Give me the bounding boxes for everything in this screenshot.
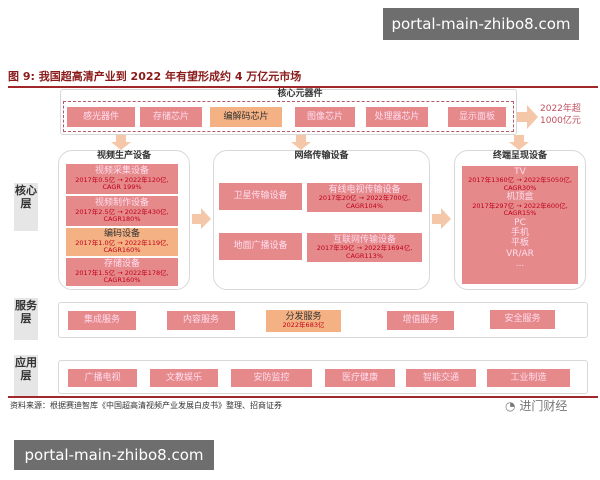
item-detail: 2017年20亿 → 2022年700亿, (318, 194, 411, 203)
item-cagr: CAGR160% (103, 246, 141, 255)
component-item: 图像芯片 (295, 107, 355, 127)
item-detail: 2017年297亿 → 2022年600亿, (472, 201, 568, 210)
app-item: 安防监控 (231, 369, 312, 387)
wechat-icon: ◔ (505, 399, 516, 413)
device: VR/AR (506, 248, 534, 259)
title-rule (8, 86, 598, 88)
item-cagr: CAGR180% (103, 215, 141, 224)
service-item: 增值服务 (387, 311, 454, 330)
layer-label-app: 应用层 (14, 355, 38, 397)
item-name: 存储设备 (103, 259, 140, 270)
brand-watermark: ◔ 进门财经 (505, 399, 567, 414)
device: 平板 (510, 238, 529, 249)
item-name: 编码设备 (103, 229, 140, 240)
service-item: 集成服务 (68, 311, 136, 330)
device-stb: 机顶盒 (506, 192, 534, 203)
device-tv: TV (514, 167, 526, 177)
terminal-label: 终端呈现设备 (492, 151, 547, 161)
component-item: 处理器芯片 (366, 107, 428, 127)
item-detail: 2017年39亿 → 2022年1694亿, (316, 244, 413, 253)
device: PC (514, 217, 526, 228)
app-box (58, 360, 588, 394)
source-rule (8, 396, 598, 398)
brand-text: 进门财经 (519, 399, 568, 413)
item-detail: 2022年683亿 (282, 321, 325, 330)
item-name: 互联网传输设备 (332, 234, 396, 245)
service-box (58, 302, 588, 338)
item-name: 有线电视传输设备 (328, 184, 401, 195)
layer-label-core: 核心层 (14, 183, 38, 231)
app-item: 智能交通 (406, 369, 476, 387)
right-arrow-icon (432, 208, 451, 229)
layer-label-service: 服务层 (14, 298, 38, 340)
item-name: 视频制作设备 (94, 198, 149, 209)
market-line: 1000亿元 (540, 116, 581, 126)
item-cagr: CAGR30% (503, 183, 537, 192)
app-item: 医疗健康 (325, 369, 395, 387)
item-detail: 2017年0.5亿 → 2022年120亿, (75, 175, 169, 184)
app-item: 文教娱乐 (150, 369, 218, 387)
figure-title: 图 9: 我国超高清产业到 2022 年有望形成约 4 万亿元市场 (8, 70, 302, 83)
service-item: 内容服务 (167, 311, 235, 330)
production-box (58, 150, 190, 290)
item-detail: 2017年1.5亿 → 2022年178亿, (75, 268, 169, 277)
app-item: 广播电视 (68, 369, 137, 387)
terminal-devices: TV 2017年1360亿 → 2022年5050亿, CAGR30% 机顶盒 … (462, 166, 578, 284)
item-name: 视频采集设备 (94, 166, 149, 177)
market-size: 2022年超 1000亿元 (540, 103, 581, 127)
component-item: 存储芯片 (140, 107, 202, 127)
network-item: 卫星传输设备 (219, 183, 302, 210)
item-cagr: CAGR113% (345, 251, 383, 260)
core-components-box (60, 89, 517, 135)
app-item: 工业制造 (487, 369, 570, 387)
right-arrow-icon (517, 105, 538, 129)
watermark-bottom: portal-main-zhibo8.com (14, 440, 214, 470)
down-arrow-icon (509, 135, 529, 150)
service-item: 安全服务 (490, 310, 555, 329)
down-arrow-icon (291, 135, 311, 150)
down-arrow-icon (111, 135, 131, 150)
device: ... (515, 258, 525, 269)
network-item: 地面广播设备 (219, 233, 302, 260)
production-label: 视频生产设备 (96, 151, 151, 161)
source-note: 资料来源：根据赛迪智库《中国超高清视频产业发展白皮书》整理、招商证券 (10, 401, 282, 410)
item-cagr: CAGR160% (103, 276, 141, 285)
network-box (213, 150, 430, 290)
item-detail: 2017年1360亿 → 2022年5050亿, (468, 176, 572, 185)
network-label: 网络传输设备 (294, 151, 349, 161)
component-item-highlight: 编解码芯片 (210, 107, 282, 127)
item-name: 分发服务 (285, 312, 322, 323)
component-item: 感光器件 (67, 107, 135, 127)
item-cagr: CAGR 199% (102, 183, 142, 192)
core-components-dashed (63, 101, 514, 132)
item-detail: 2017年2.5亿 → 2022年430亿, (75, 207, 169, 216)
core-components-label: 核心元器件 (277, 89, 323, 99)
item-cagr: CAGR104% (345, 201, 383, 210)
watermark-top: portal-main-zhibo8.com (383, 8, 579, 40)
terminal-box (454, 150, 586, 290)
component-item: 显示面板 (448, 107, 506, 127)
device: 手机 (510, 227, 529, 238)
item-cagr: CAGR15% (503, 209, 537, 218)
market-line: 2022年超 (540, 104, 581, 114)
right-arrow-icon (192, 208, 211, 229)
item-detail: 2017年1.0亿 → 2022年119亿, (75, 238, 169, 247)
